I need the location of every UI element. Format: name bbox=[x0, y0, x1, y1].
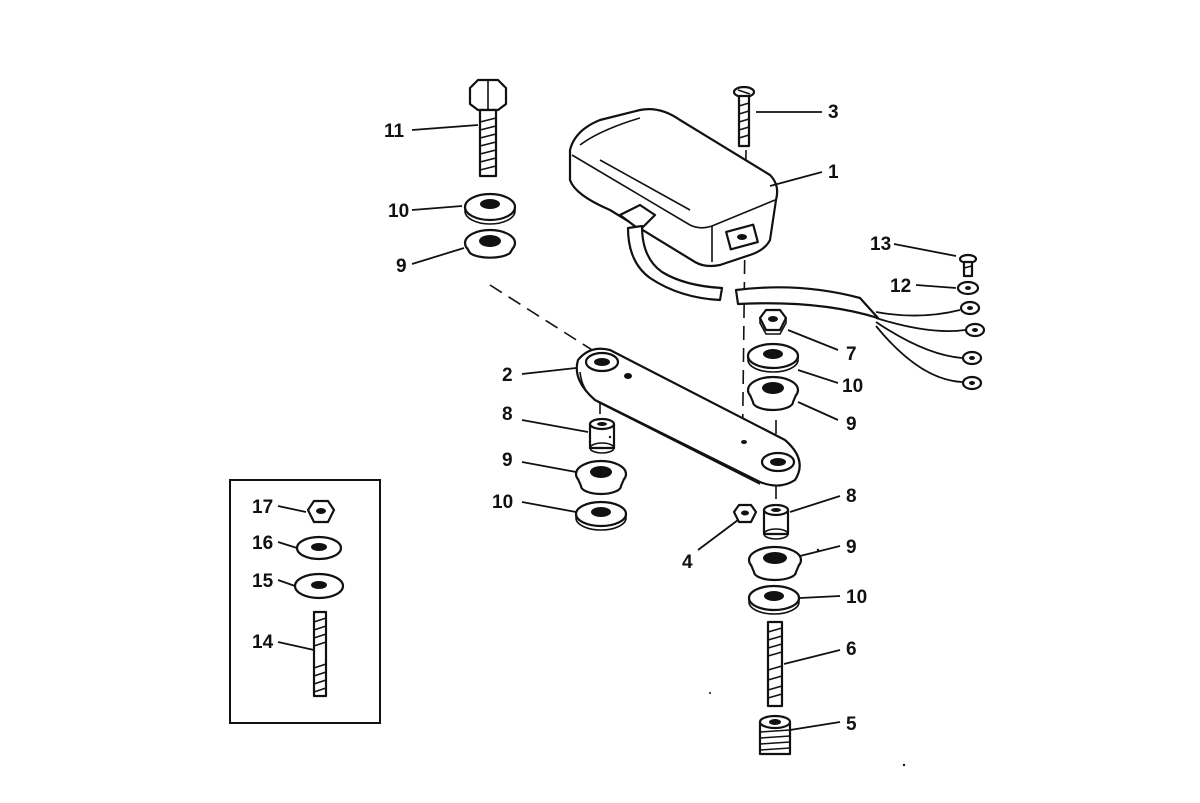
label-12: 12 bbox=[890, 276, 911, 297]
label-15: 15 bbox=[252, 571, 274, 592]
label-5: 5 bbox=[846, 714, 857, 735]
washer-10-top bbox=[463, 192, 517, 225]
screw-13 bbox=[958, 253, 978, 278]
bolt-11 bbox=[468, 78, 508, 178]
label-9-left: 9 bbox=[502, 450, 513, 471]
stud-14 bbox=[312, 610, 328, 698]
label-2: 2 bbox=[502, 365, 513, 386]
label-13: 13 bbox=[870, 234, 891, 255]
washer-10-right bbox=[746, 342, 800, 373]
mounting-plate-2 bbox=[575, 347, 801, 487]
label-7: 7 bbox=[846, 344, 857, 365]
label-9-lower: 9 bbox=[846, 537, 857, 558]
label-10-top: 10 bbox=[388, 201, 409, 222]
insert-5 bbox=[758, 714, 792, 756]
grommet-9-top bbox=[463, 228, 517, 259]
grommet-9-right bbox=[746, 375, 800, 412]
print-specks bbox=[608, 435, 906, 767]
wire-leads bbox=[875, 300, 986, 391]
washer-16 bbox=[295, 535, 343, 561]
leader-lines bbox=[277, 111, 957, 731]
spacer-8-right bbox=[762, 503, 790, 540]
label-8-right: 8 bbox=[846, 486, 857, 507]
nut-4 bbox=[732, 503, 758, 524]
label-10-right: 10 bbox=[842, 376, 863, 397]
washer-15 bbox=[293, 572, 345, 600]
label-10-left: 10 bbox=[492, 492, 513, 513]
part-labels: 11 10 9 3 1 13 12 7 10 9 2 8 9 10 4 8 9 … bbox=[252, 102, 911, 735]
label-11: 11 bbox=[384, 121, 405, 142]
label-6: 6 bbox=[846, 639, 857, 660]
module-housing-1 bbox=[568, 108, 880, 320]
label-9-top: 9 bbox=[396, 256, 407, 277]
grommet-9-lower bbox=[747, 545, 803, 582]
grommet-9-left bbox=[574, 459, 628, 496]
label-3: 3 bbox=[828, 102, 839, 123]
label-16: 16 bbox=[252, 533, 273, 554]
nut-7 bbox=[758, 308, 788, 335]
stud-6 bbox=[766, 620, 784, 708]
label-4: 4 bbox=[682, 552, 693, 573]
label-9-right: 9 bbox=[846, 414, 857, 435]
washer-10-left bbox=[574, 500, 628, 531]
label-1: 1 bbox=[828, 162, 839, 183]
label-10-lower: 10 bbox=[846, 587, 867, 608]
screw-3 bbox=[732, 85, 756, 148]
nut-17 bbox=[306, 499, 336, 524]
washer-10-lower bbox=[747, 584, 801, 615]
washer-12 bbox=[956, 280, 980, 296]
label-14: 14 bbox=[252, 632, 274, 653]
label-17: 17 bbox=[252, 497, 273, 518]
label-8-left: 8 bbox=[502, 404, 513, 425]
